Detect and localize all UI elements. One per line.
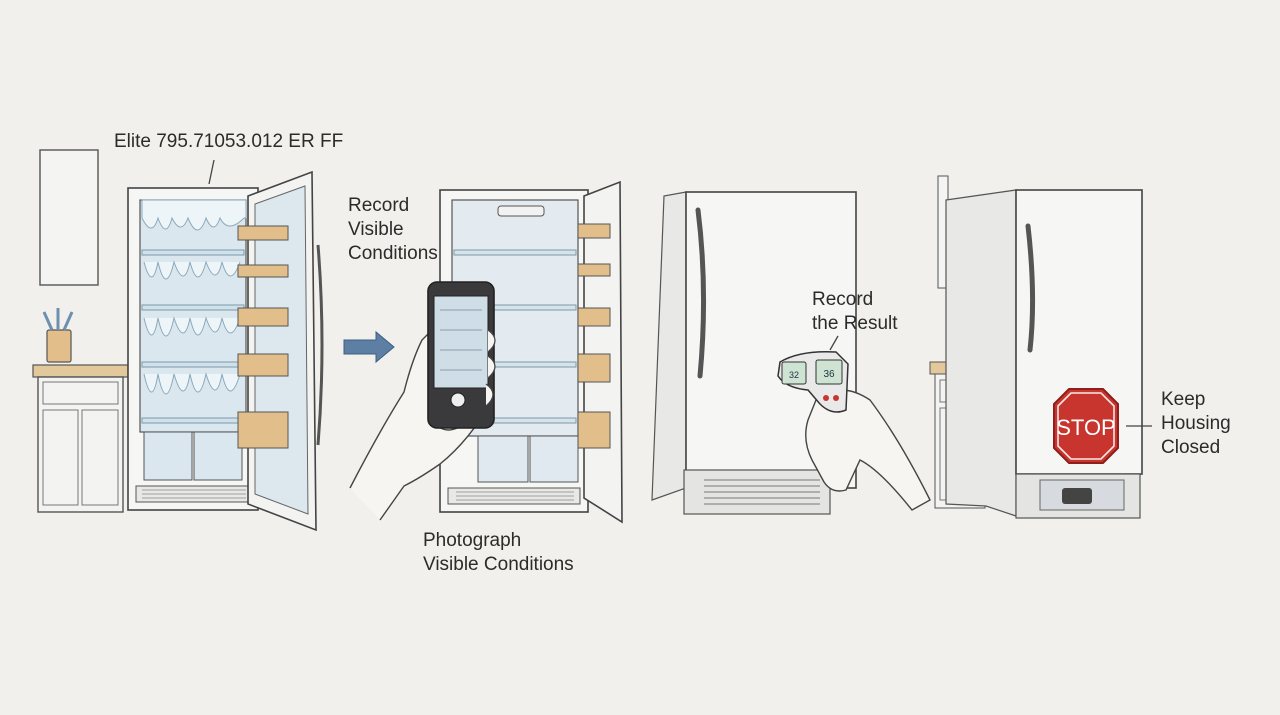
thermometer-display-right: 36 bbox=[823, 369, 835, 380]
record-result-leader bbox=[829, 335, 839, 351]
freezer-open-frosted bbox=[127, 187, 259, 511]
model-label: Elite 795.71053.012 ER FF bbox=[114, 131, 344, 152]
stop-sign-icon bbox=[1053, 388, 1119, 464]
kitchen-cabinet-left bbox=[32, 149, 129, 513]
record-visible-conditions-label: Record Visible Conditions bbox=[348, 195, 438, 264]
model-label-leader bbox=[208, 159, 215, 185]
photograph-visible-conditions-label: Photograph Visible Conditions bbox=[423, 530, 574, 575]
thermometer-display-left: 32 bbox=[789, 370, 799, 380]
record-the-result-label: Record the Result bbox=[812, 289, 898, 334]
stop-sign-text: STOP bbox=[1056, 415, 1116, 440]
hand-holding-phone bbox=[349, 281, 496, 521]
arrow-right-icon bbox=[343, 330, 395, 364]
freezer-door-open bbox=[237, 170, 324, 532]
freezer-closed-side bbox=[945, 189, 1143, 519]
freezer-closed bbox=[651, 191, 857, 515]
keep-housing-closed-label: Keep Housing Closed bbox=[1161, 389, 1231, 458]
ir-thermometer bbox=[777, 350, 931, 511]
